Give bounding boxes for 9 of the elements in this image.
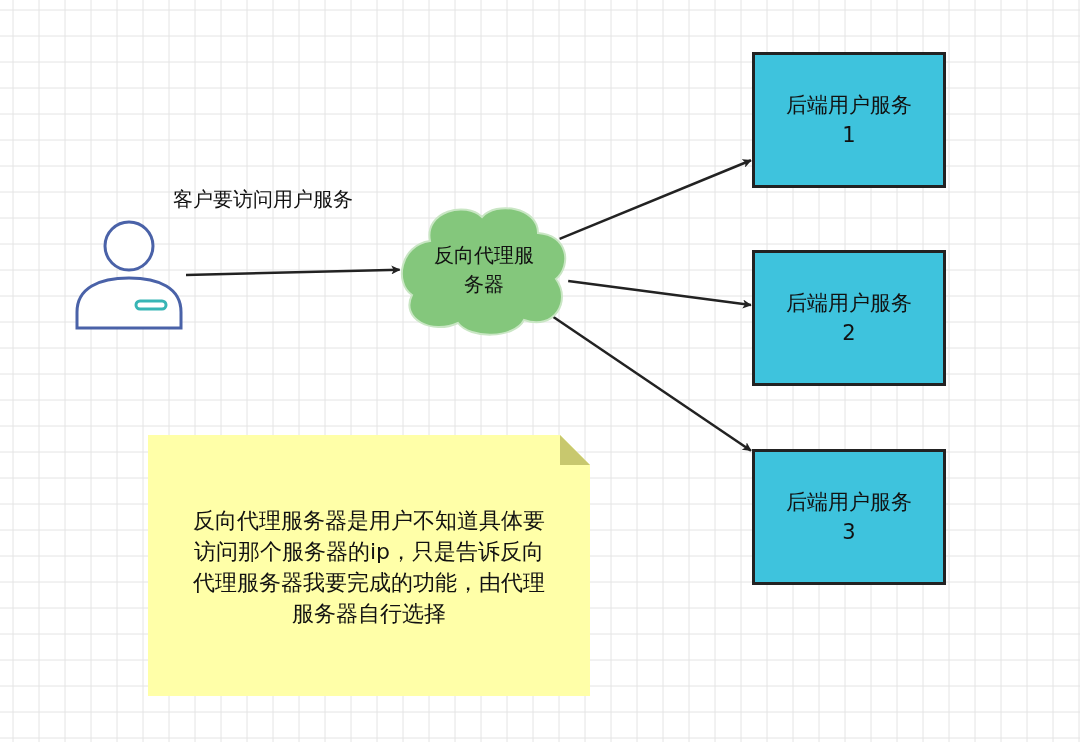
- service-box: 后端用户服务 1: [752, 52, 946, 188]
- arrow: [568, 279, 752, 309]
- sticky-note: 反向代理服务器是用户不知道具体要访问那个服务器的ip，只是告诉反向代理服务器我要完成的功能，由代理服务器自行选择: [148, 435, 590, 696]
- service-box: 后端用户服务 2: [752, 250, 946, 386]
- arrow: [185, 265, 401, 277]
- person-icon: [74, 220, 184, 332]
- service-box: 后端用户服务 3: [752, 449, 946, 585]
- edge-label: 客户要访问用户服务: [173, 186, 353, 213]
- arrow: [559, 159, 752, 241]
